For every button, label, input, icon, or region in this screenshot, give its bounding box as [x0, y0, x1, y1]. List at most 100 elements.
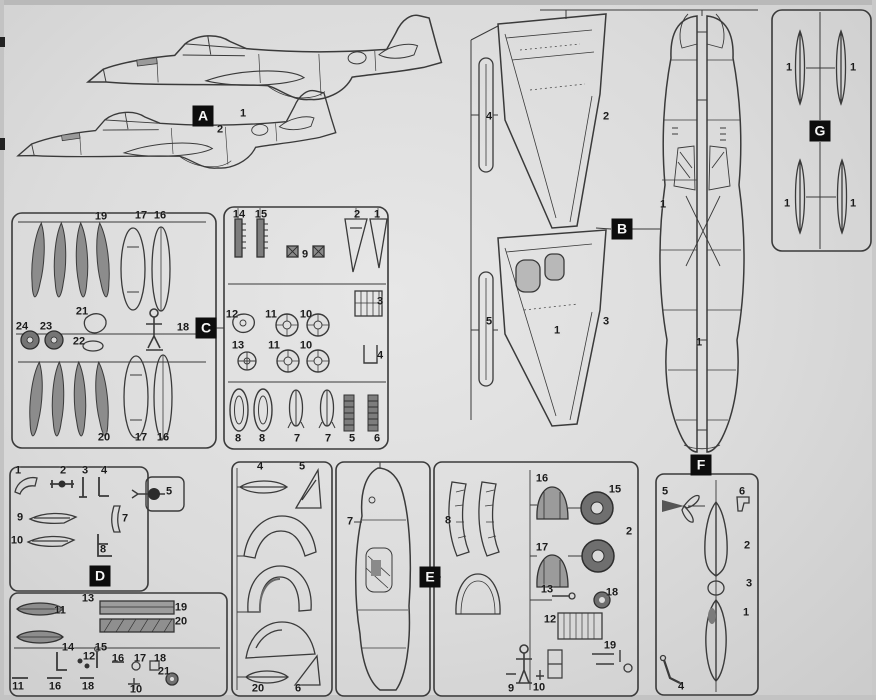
sprue-e-right-box	[433, 461, 639, 697]
part-number-c-2: 2	[353, 208, 361, 221]
part-number-c-21: 21	[75, 305, 89, 318]
part-number-g-1: 1	[849, 197, 857, 210]
part-number-d-20: 20	[174, 615, 188, 628]
part-number-c-5: 5	[348, 432, 356, 445]
part-number-c-13: 13	[231, 339, 245, 352]
part-number-e-2: 2	[625, 525, 633, 538]
part-number-d-10: 10	[129, 683, 143, 696]
part-number-e-15: 15	[608, 483, 622, 496]
sprue-label-b: B	[611, 218, 633, 240]
sprue-e-left-box	[231, 461, 333, 697]
aircraft-profile-bottom	[14, 88, 339, 183]
part-number-d-7: 7	[121, 512, 129, 525]
part-number-e-6: 6	[294, 682, 302, 695]
part-number-c-9: 9	[301, 248, 309, 261]
part-number-c-17: 17	[134, 431, 148, 444]
part-number-c-6: 6	[373, 432, 381, 445]
part-number-b-5: 5	[485, 315, 493, 328]
part-number-c-18: 18	[176, 321, 190, 334]
part-number-e-16: 16	[535, 472, 549, 485]
part-number-d-1: 1	[14, 464, 22, 477]
part-number-c-14: 14	[232, 208, 246, 221]
sprue-c-right-box	[223, 206, 389, 450]
part-number-c-22: 22	[72, 335, 86, 348]
sprue-label-e: E	[419, 566, 441, 588]
part-number-c-16: 16	[153, 209, 167, 222]
part-number-f-1: 1	[742, 606, 750, 619]
part-number-c-7: 7	[293, 432, 301, 445]
part-number-d-12: 12	[82, 650, 96, 663]
sprue-label-c: C	[195, 317, 217, 339]
part-number-f-5: 5	[661, 485, 669, 498]
part-number-d-15: 15	[94, 641, 108, 654]
sprue-f-box	[655, 473, 759, 696]
part-number-b-4: 4	[485, 110, 493, 123]
part-number-c-7: 7	[324, 432, 332, 445]
part-number-c-17: 17	[134, 209, 148, 222]
part-number-b-1: 1	[695, 336, 703, 349]
part-number-d-10: 10	[10, 534, 24, 547]
part-number-d-11: 11	[54, 604, 66, 617]
part-number-e-12: 12	[543, 613, 557, 626]
sprue-g-box	[771, 9, 872, 252]
part-number-c-15: 15	[254, 208, 268, 221]
sprue-label-a: A	[192, 105, 214, 127]
part-number-d-16: 16	[48, 680, 62, 693]
part-number-e-20: 20	[251, 682, 265, 695]
part-number-d-11: 11	[12, 680, 24, 693]
part-number-d-13: 13	[81, 592, 95, 605]
part-number-e-9: 9	[507, 682, 515, 695]
aircraft-profile-top	[84, 13, 444, 113]
part-number-f-2: 2	[743, 539, 751, 552]
part-number-f-3: 3	[745, 577, 753, 590]
part-number-d-18: 18	[153, 652, 167, 665]
part-number-c-23: 23	[39, 320, 53, 333]
part-number-e-17: 17	[535, 541, 549, 554]
part-number-e-4: 4	[256, 460, 264, 473]
part-number-d-4: 4	[100, 464, 108, 477]
part-number-d-3: 3	[81, 464, 89, 477]
part-number-c-3: 3	[376, 295, 384, 308]
pilot-figure-e	[516, 644, 532, 684]
part-number-c-11: 11	[268, 339, 280, 352]
sprue-label-d: D	[89, 565, 111, 587]
part-number-c-11: 11	[265, 308, 277, 321]
part-number-d-5: 5	[165, 485, 173, 498]
part-number-d-19: 19	[174, 601, 188, 614]
part-number-e-8: 8	[444, 514, 452, 527]
part-number-d-17: 17	[133, 652, 147, 665]
part-number-d-16: 16	[111, 652, 125, 665]
part-number-c-8: 8	[234, 432, 242, 445]
part-number-d-2: 2	[59, 464, 67, 477]
part-number-e-10: 10	[532, 681, 546, 694]
part-number-c-24: 24	[15, 320, 29, 333]
part-number-f-4: 4	[677, 680, 685, 693]
part-number-a-2: 2	[216, 123, 224, 136]
part-number-e-13: 13	[540, 583, 554, 596]
part-number-c-19: 19	[94, 210, 108, 223]
part-number-f-6: 6	[738, 485, 746, 498]
part-number-e-19: 19	[603, 639, 617, 652]
part-number-g-1: 1	[783, 197, 791, 210]
part-number-d-8: 8	[99, 543, 107, 556]
part-number-b-2: 2	[602, 110, 610, 123]
part-number-d-18: 18	[81, 680, 95, 693]
part-number-c-12: 12	[225, 308, 239, 321]
part-number-b-1: 1	[659, 198, 667, 211]
part-number-c-16: 16	[156, 431, 170, 444]
part-number-b-3: 3	[602, 315, 610, 328]
part-number-g-1: 1	[785, 61, 793, 74]
part-number-c-4: 4	[376, 349, 384, 362]
part-number-c-10: 10	[299, 308, 313, 321]
part-number-e-5: 5	[298, 460, 306, 473]
sprue-b	[470, 9, 758, 453]
sprue-label-g: G	[809, 120, 831, 142]
pilot-figure	[146, 308, 163, 351]
sprue-d-top-box	[9, 466, 185, 592]
part-number-g-1: 1	[849, 61, 857, 74]
part-number-d-21: 21	[157, 665, 171, 678]
sprue-d-bottom-box	[9, 592, 228, 697]
part-number-c-1: 1	[373, 208, 381, 221]
